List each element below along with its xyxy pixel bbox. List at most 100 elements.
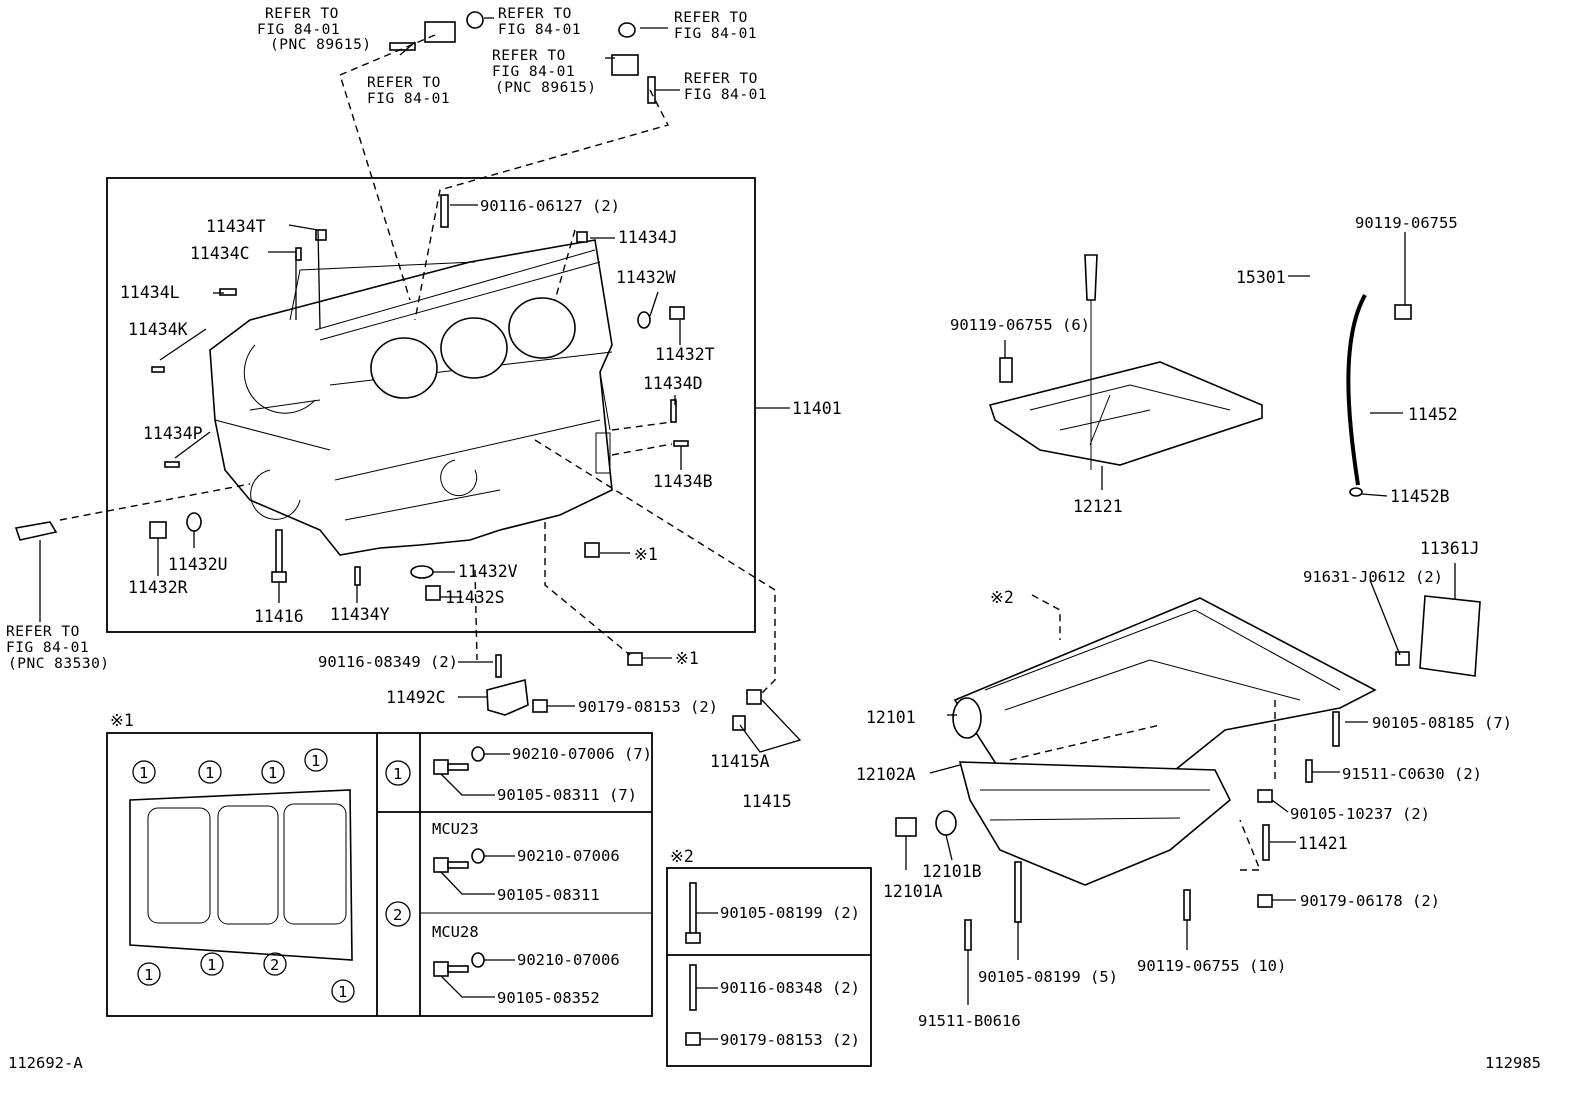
ref-4-line2: FIG 84-01 xyxy=(367,91,450,107)
label-12101: 12101 xyxy=(866,708,916,727)
row-1-number: 1 xyxy=(393,765,402,783)
label-12102A: 12102A xyxy=(856,765,916,784)
label-11361J: 11361J xyxy=(1420,539,1480,558)
mark-2: ※2 xyxy=(990,588,1014,607)
part-labels: 90116-06127 (2) 11434T 11434C 11434J 114… xyxy=(8,197,1541,1072)
ref-3-line2: FIG 84-01 xyxy=(674,26,757,42)
mcu23-label: MCU23 xyxy=(432,820,479,838)
cylinder-bore-2 xyxy=(440,317,508,379)
label-11452B: 11452B xyxy=(1390,487,1450,506)
label-11434B: 11434B xyxy=(653,472,713,491)
row-1-part-a: 90210-07006 (7) xyxy=(512,745,652,763)
inset-2-bolts xyxy=(685,882,718,1046)
inset-2-frame xyxy=(666,867,872,1067)
label-11434T: 11434T xyxy=(206,217,266,236)
label-11416: 11416 xyxy=(254,607,304,626)
gasket-marker: 2 xyxy=(270,956,279,974)
inset-1-text: ※1 1 1 1 1 1 1 2 1 1 90210-07006 (7) 901… xyxy=(110,711,652,1007)
gasket-circle-markers: 1 1 1 1 1 1 2 1 xyxy=(132,748,355,1003)
label-11432S: 11432S xyxy=(445,588,505,607)
ref-2-line2: FIG 84-01 xyxy=(498,22,581,38)
inset-2-part-c: 90179-08153 (2) xyxy=(720,1031,860,1049)
cylinder-bore-1 xyxy=(370,337,438,399)
label-11434Y: 11434Y xyxy=(330,605,390,624)
ref-4-line1: REFER TO xyxy=(367,75,441,91)
gasket-marker: 1 xyxy=(268,764,277,782)
gasket-marker: 1 xyxy=(338,983,347,1001)
ref-3-line1: REFER TO xyxy=(674,10,748,26)
row-2-number: 2 xyxy=(393,906,402,924)
label-15301: 15301 xyxy=(1236,268,1286,287)
label-90116-08349: 90116-08349 (2) xyxy=(318,653,458,671)
small-parts xyxy=(14,11,762,731)
right-leader-lines xyxy=(905,232,1456,1005)
label-90179-06178: 90179-06178 (2) xyxy=(1300,892,1440,910)
inset-2-part-a: 90105-08199 (2) xyxy=(720,904,860,922)
label-91511-C0630: 91511-C0630 (2) xyxy=(1342,765,1482,783)
label-90105-08199-5: 90105-08199 (5) xyxy=(978,968,1118,986)
inset-1-title: ※1 xyxy=(110,711,134,730)
label-11432R: 11432R xyxy=(128,578,188,597)
figure-code-left: 112692-A xyxy=(8,1054,83,1072)
dashed-lines xyxy=(59,34,776,696)
ref-5-line1: REFER TO xyxy=(492,48,566,64)
refer-to-labels: REFER TO FIG 84-01 (PNC 89615) REFER TO … xyxy=(6,6,767,672)
label-90119-06755-10: 90119-06755 (10) xyxy=(1137,957,1286,975)
engine-block-frame xyxy=(106,177,756,633)
mcu23-part-a: 90210-07006 xyxy=(517,847,620,865)
label-11432T: 11432T xyxy=(655,345,715,364)
cylinder-bore-3 xyxy=(508,297,576,359)
inset-1-gasket xyxy=(129,789,353,961)
mcu23-part-b: 90105-08311 xyxy=(497,886,600,904)
label-90105-08185: 90105-08185 (7) xyxy=(1372,714,1512,732)
inset-1-bolts xyxy=(433,746,515,998)
figure-code-right: 112985 xyxy=(1485,1054,1541,1072)
label-11415: 11415 xyxy=(742,792,792,811)
label-91511-B0616: 91511-B0616 xyxy=(918,1012,1021,1030)
oil-pan-illustration xyxy=(895,254,1481,951)
ref-6-line1: REFER TO xyxy=(684,71,758,87)
label-11432U: 11432U xyxy=(168,555,228,574)
ref-5-line2: FIG 84-01 xyxy=(492,64,575,80)
label-91631-J0612: 91631-J0612 (2) xyxy=(1303,568,1443,586)
ref-7-line1: REFER TO xyxy=(6,624,80,640)
inset-2-title: ※2 xyxy=(670,847,694,866)
gasket-marker: 1 xyxy=(311,752,320,770)
label-11434L: 11434L xyxy=(120,283,180,302)
label-11421: 11421 xyxy=(1298,834,1348,853)
label-11401: 11401 xyxy=(792,399,842,418)
label-90179-08153: 90179-08153 (2) xyxy=(578,698,718,716)
cylinder-block-illustration xyxy=(209,239,613,556)
leader-lines xyxy=(39,17,802,753)
label-11434J: 11434J xyxy=(618,228,678,247)
ref-5-line3: (PNC 89615) xyxy=(495,80,597,96)
label-11434C: 11434C xyxy=(190,244,250,263)
label-11432W: 11432W xyxy=(616,268,676,287)
mark-1-a: ※1 xyxy=(634,545,658,564)
label-90119-06755-6: 90119-06755 (6) xyxy=(950,316,1090,334)
ref-1-line2: FIG 84-01 xyxy=(257,22,340,38)
gasket-marker: 1 xyxy=(139,764,148,782)
mcu28-label: MCU28 xyxy=(432,923,479,941)
inset-2-part-b: 90116-08348 (2) xyxy=(720,979,860,997)
inset-1-frame xyxy=(106,732,653,1017)
label-12121: 12121 xyxy=(1073,497,1123,516)
mark-1-b: ※1 xyxy=(675,649,699,668)
ref-6-line2: FIG 84-01 xyxy=(684,87,767,103)
label-12101A: 12101A xyxy=(883,882,943,901)
label-11415A: 11415A xyxy=(710,752,770,771)
row-1-part-b: 90105-08311 (7) xyxy=(497,786,637,804)
ref-7-line2: FIG 84-01 xyxy=(6,640,89,656)
label-90116-06127: 90116-06127 (2) xyxy=(480,197,620,215)
ref-1-line1: REFER TO xyxy=(265,6,339,22)
label-90119-06755: 90119-06755 xyxy=(1355,214,1458,232)
label-11434K: 11434K xyxy=(128,320,188,339)
label-11434P: 11434P xyxy=(143,424,203,443)
ref-2-line1: REFER TO xyxy=(498,6,572,22)
gasket-marker: 1 xyxy=(144,966,153,984)
label-11434D: 11434D xyxy=(643,374,703,393)
mcu28-part-b: 90105-08352 xyxy=(497,989,600,1007)
gasket-marker: 1 xyxy=(207,956,216,974)
ref-1-line3: (PNC 89615) xyxy=(270,37,372,53)
